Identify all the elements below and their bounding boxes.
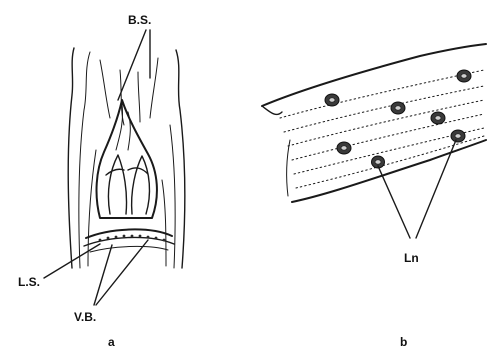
ls-pointer	[44, 244, 100, 278]
ln-pointer-1	[378, 166, 410, 238]
bs-pointer-1	[118, 30, 146, 100]
label-bs: B.S.	[128, 13, 151, 27]
panel-b-label: b	[400, 335, 407, 349]
label-vb: V.B.	[74, 310, 96, 324]
panel-a-label: a	[108, 335, 115, 349]
panel-a-drawing	[44, 30, 185, 305]
label-ls: L.S.	[18, 275, 40, 289]
panel-b-drawing	[262, 44, 486, 238]
label-ln: Ln	[404, 251, 419, 265]
